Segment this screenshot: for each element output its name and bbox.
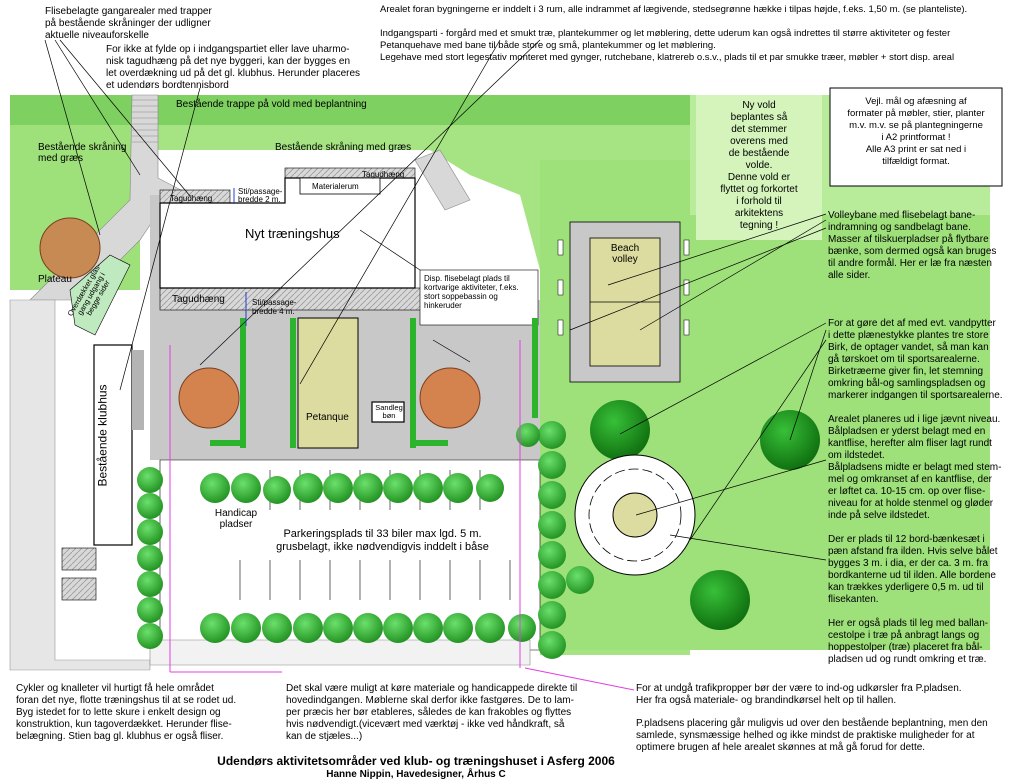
parking-access: [149, 639, 531, 666]
ny-vold-area: [696, 95, 822, 240]
disp-box: [419, 269, 539, 326]
label-klubhus: Bestående klubhus: [95, 384, 110, 487]
note-roof-overhang: For ikke at fylde op i indgangspartiet e…: [106, 44, 361, 91]
tree-playground: [419, 367, 481, 429]
footer-subtitle: Hanne Nippin, Havedesigner, Århus C: [326, 769, 506, 780]
label-tagudhaeng-bottom: Tagudhæng: [172, 294, 225, 305]
label-handicap: Handicap pladser: [214, 508, 258, 530]
label-nyt-traeningshus: Nyt træningshus: [245, 226, 340, 241]
walkway-top-right: [414, 149, 471, 211]
label-beach-volley: Beach volley: [610, 243, 640, 265]
info-box-frame: [829, 87, 1003, 187]
label-materialerum: Materialerum: [312, 182, 359, 191]
stair-steps: [132, 99, 158, 143]
note-access: Det skal være muligt at køre materiale o…: [286, 683, 578, 742]
training-hall: [159, 177, 416, 289]
label-tagudhaeng-top: Tagudhæng: [362, 170, 405, 179]
materialerum-room: [299, 177, 381, 195]
leader-lines: [44, 39, 827, 561]
petanque-court: [297, 317, 359, 449]
bonfire-center: [612, 492, 658, 538]
label-trappe-vold: Bestående trappe på vold med beplantning: [176, 99, 367, 110]
note-right-column: For at gøre det af med evt. vandpytter i…: [828, 318, 1003, 665]
footer-title: Udendørs aktivitetsområder ved klub- og …: [217, 754, 615, 768]
label-skraaning-mid: Bestående skråning med græs: [275, 142, 412, 153]
label-petanque: Petanque: [306, 412, 349, 423]
note-ny-vold: Ny vold beplantes så det stemmer overens…: [720, 100, 798, 231]
tree-courtyard: [178, 367, 240, 429]
birch-tree-1: [590, 400, 650, 460]
label-disp-area: Disp. flisebelagt plads til kortvarige a…: [424, 274, 519, 310]
label-plateau: Plateau: [38, 274, 72, 285]
hedges: [210, 318, 538, 448]
label-tagudhaeng-left: Tagudhæng: [170, 194, 213, 203]
note-info-box: Vejl. mål og afæsning af formater på møb…: [847, 96, 985, 167]
note-parking-placement: P.pladsens placering går muligvis ud ove…: [636, 718, 988, 753]
hedge-column-right: [516, 421, 594, 659]
label-skraaning-left: Bestående skråning med græs: [38, 142, 127, 164]
clubhouse-shade: [132, 350, 144, 430]
glass-corridor: [69, 254, 131, 336]
sandbox: [371, 401, 405, 423]
label-parking: Parkeringsplads til 33 biler max lgd. 5 …: [276, 528, 489, 553]
parking-shrub-rows: [200, 473, 536, 643]
hedge-column-left: [137, 467, 163, 649]
note-walkways: Flisebelagte gangarealer med trapper på …: [45, 6, 212, 41]
label-sti-4m: Sti/passage- bredde 4 m.: [252, 298, 297, 316]
bike-shed-1: [61, 547, 97, 571]
note-traffic: For at undgå trafikpropper bør der være …: [636, 683, 962, 706]
bike-shed-2: [61, 577, 97, 601]
note-volleyball: Volleybane med flisebelagt bane- indramn…: [828, 210, 997, 281]
label-sandleg: Sandleg bøn: [375, 403, 403, 420]
bonfire-tables-ring: [588, 468, 682, 562]
note-three-areas: Arealet foran bygningerne er inddelt i 3…: [380, 4, 968, 63]
old-clubhouse: [93, 344, 133, 546]
access-arrows: [169, 340, 635, 691]
note-bike-sheds: Cykler og knalleter vil hurtigt få hele …: [16, 683, 237, 742]
label-sti-2m: Sti/passage- bredde 2 m.: [238, 187, 283, 204]
tree-plateau: [39, 217, 101, 279]
dimension-arrows: [233, 188, 247, 326]
volleyball-benches: [557, 239, 690, 336]
birch-tree-3: [690, 570, 750, 630]
